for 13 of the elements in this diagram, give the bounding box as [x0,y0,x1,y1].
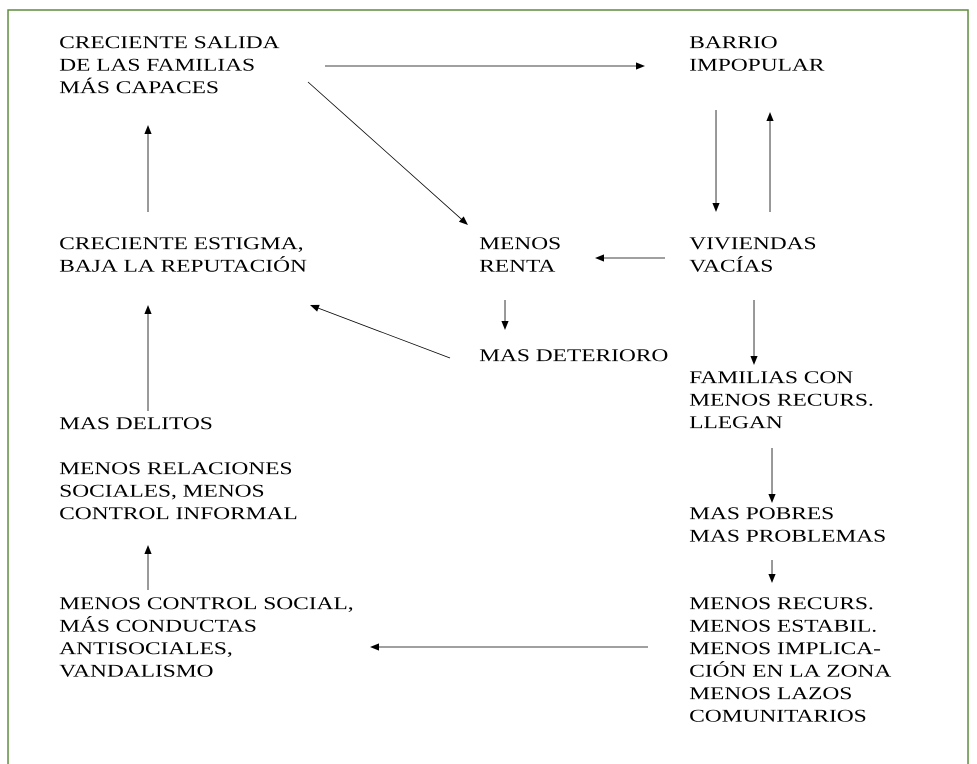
text-label: CRECIENTE SALIDA DE LAS FAMILIAS MÁS CAPACES [60,36,280,94]
text-label: MENOS CONTROL SOCIAL, MÁS CONDUCTAS ANTISOCIALES, VANDALISMO [59,597,352,677]
text-label: MENOS RENTA [480,237,560,272]
text-label: MAS DELITOS [60,417,212,430]
text-label: MAS POBRES MAS PROBLEMAS [690,507,885,542]
text-label: CRECIENTE ESTIGMA, BAJA LA REPUTACIÓN [60,237,306,272]
text-label: MAS DETERIORO [480,349,668,362]
text-label: VIVIENDAS VACÍAS [689,237,816,272]
text-label: BARRIO IMPOPULAR [690,36,824,71]
text-label: MENOS RELACIONES SOCIALES, MENOS CONTROL INFORMAL [60,462,296,520]
arrow [308,82,468,225]
text-label: FAMILIAS CON MENOS RECURS. LLEGAN [690,371,872,428]
text-label: MENOS RECURS. MENOS ESTABIL. MENOS IMPLICA- CIÓN EN LA ZONA MENOS LAZOS COMUNITARIOS [690,597,892,722]
